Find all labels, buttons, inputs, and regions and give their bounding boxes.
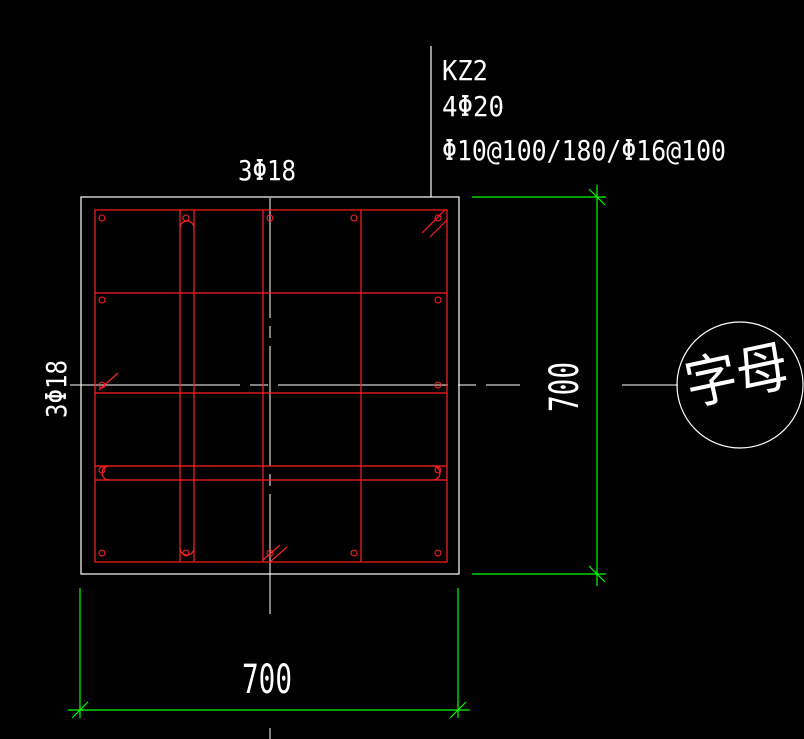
rebar-bar	[434, 549, 442, 557]
rebar-bar	[98, 214, 106, 222]
column-outline	[80, 196, 460, 575]
rebar-bar	[182, 214, 190, 222]
rebar-bar	[350, 549, 358, 557]
tie-hook-top	[179, 220, 195, 229]
rebar-bar	[98, 296, 106, 304]
hook-mark-5	[269, 546, 288, 563]
dim-tick-left	[71, 701, 89, 719]
tie-hook-right	[432, 465, 441, 481]
rebar-bar	[350, 214, 358, 222]
axis-bubble	[676, 321, 804, 449]
horizontal-dimension-text: 700	[242, 657, 292, 703]
rebar-bar	[434, 214, 442, 222]
outer-stirrup	[94, 209, 448, 563]
vertical-dimension-text: 700	[542, 362, 588, 412]
rebar-bar	[182, 549, 190, 557]
rebar-bar	[98, 466, 106, 474]
hook-mark-2	[429, 219, 448, 238]
hook-mark-3	[98, 372, 119, 391]
top-side-bars-label: 3Φ18	[238, 154, 296, 187]
rebar-bar	[98, 381, 106, 389]
rebar-bar	[434, 296, 442, 304]
dim-tick-top	[588, 188, 606, 206]
rebar-bar	[434, 381, 442, 389]
left-side-bars-label: 3Φ18	[40, 360, 73, 418]
rebar-bars	[98, 214, 442, 557]
dim-tick-bottom	[588, 565, 606, 583]
corner-bars-label: 4Φ20	[442, 90, 504, 123]
rebar-bar	[434, 466, 442, 474]
hook-mark-1	[421, 209, 446, 234]
hook-mark-4	[262, 544, 281, 561]
dim-tick-right	[449, 701, 467, 719]
axis-bubble-text: 字母	[679, 333, 794, 418]
rebar-bar	[266, 549, 274, 557]
dimension-lines	[68, 185, 606, 719]
tie-hook-bottom	[179, 547, 195, 556]
rebar-bar	[98, 549, 106, 557]
rebar-bar	[266, 214, 274, 222]
center-lines	[70, 198, 678, 739]
column-id-label: KZ2	[442, 54, 488, 87]
stirrup-label: Φ10@100/180/Φ16@100	[442, 134, 726, 167]
rebar-cage	[94, 209, 448, 563]
